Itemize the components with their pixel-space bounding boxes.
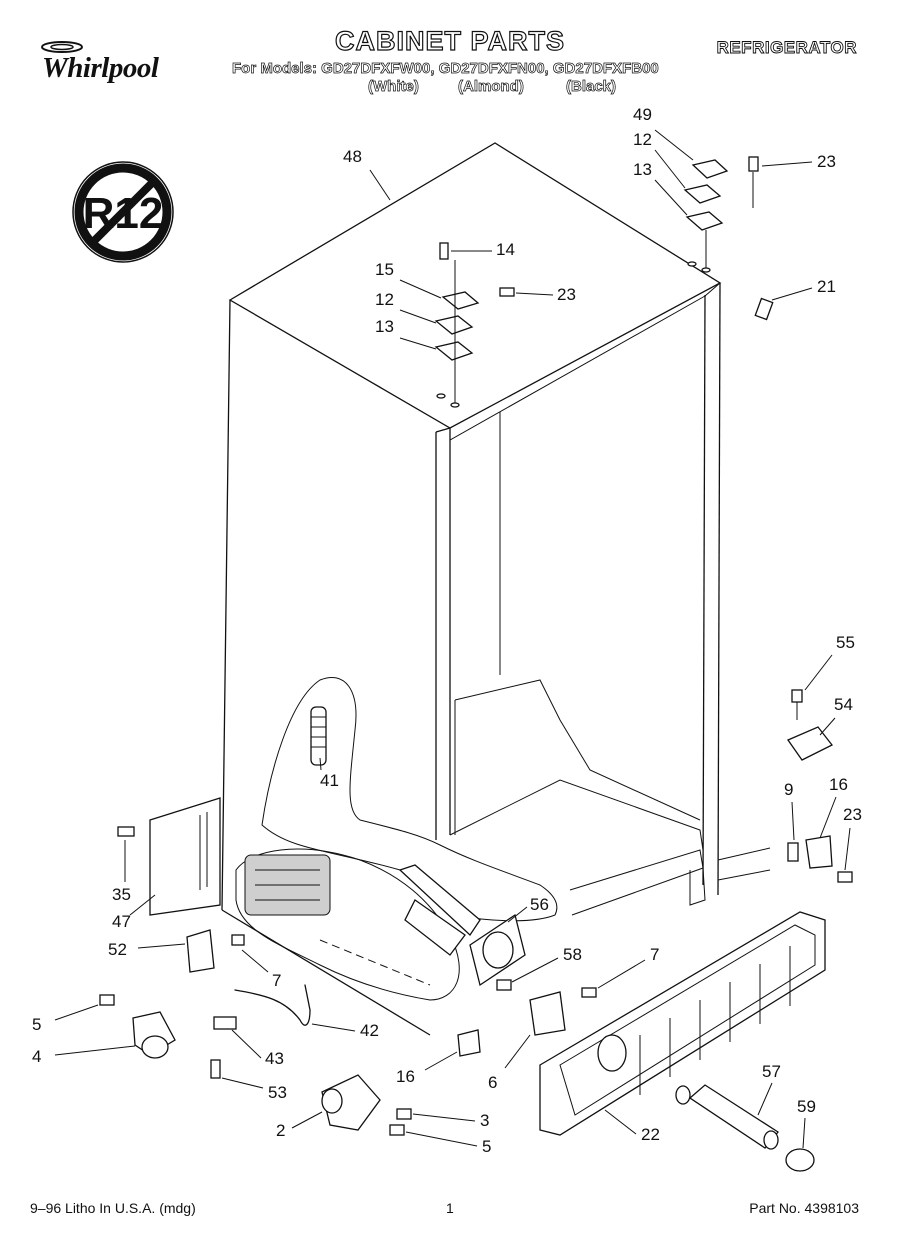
color-label-almond: (Almond) (458, 78, 525, 96)
callout-12-right: 12 (633, 130, 652, 149)
callout-55: 55 (836, 633, 855, 652)
callout-13-center: 13 (375, 317, 394, 336)
part-16-clip (457, 1029, 481, 1057)
callout-23-top: 23 (817, 152, 836, 171)
callout-47: 47 (112, 912, 131, 931)
caster-front-left (99, 994, 176, 1059)
callout-57: 57 (762, 1062, 781, 1081)
callouts: 48 49 12 13 23 14 15 12 13 23 21 55 54 9… (32, 105, 862, 1156)
page-title: CABINET PARTS (334, 25, 565, 56)
right-hinge-assembly (683, 156, 774, 321)
callout-12-center: 12 (375, 290, 394, 309)
callout-5-left: 5 (32, 1015, 41, 1034)
callout-42: 42 (360, 1021, 379, 1040)
whirlpool-swirl-icon (41, 41, 83, 53)
callout-41: 41 (320, 771, 339, 790)
callout-35: 35 (112, 885, 131, 904)
color-label-black: (Black) (566, 78, 617, 96)
print-info: 9–96 Litho In U.S.A. (mdg) (30, 1200, 196, 1216)
callout-16-right: 16 (829, 775, 848, 794)
whirlpool-logo: Whirlpool (38, 40, 178, 84)
callout-2: 2 (276, 1121, 285, 1140)
callout-49: 49 (633, 105, 652, 124)
callout-23-center: 23 (557, 285, 576, 304)
callout-7-left: 7 (272, 971, 281, 990)
callout-22: 22 (641, 1125, 660, 1144)
page-number: 1 (446, 1200, 454, 1216)
callout-48: 48 (343, 147, 362, 166)
callout-16-bottom: 16 (396, 1067, 415, 1086)
callout-14: 14 (496, 240, 515, 259)
callout-21: 21 (817, 277, 836, 296)
callout-53: 53 (268, 1083, 287, 1102)
callout-13-right: 13 (633, 160, 652, 179)
part-22-grille (539, 911, 826, 1136)
brand-name: Whirlpool (42, 52, 159, 84)
part-number: Part No. 4398103 (749, 1200, 859, 1216)
part-56-duct (398, 864, 526, 987)
callout-58: 58 (563, 945, 582, 964)
no-r12-badge: R12 (72, 161, 174, 263)
callout-54: 54 (834, 695, 853, 714)
water-tube (213, 984, 311, 1030)
callout-7-right: 7 (650, 945, 659, 964)
callout-9: 9 (784, 780, 793, 799)
callout-5-bottom: 5 (482, 1137, 491, 1156)
callout-3: 3 (480, 1111, 489, 1130)
model-list: For Models: GD27DFXFW00, GD27DFXFN00, GD… (232, 60, 659, 78)
callout-23-right: 23 (843, 805, 862, 824)
callout-6: 6 (488, 1073, 497, 1092)
callout-52: 52 (108, 940, 127, 959)
part-7-screw (581, 987, 597, 998)
product-category: REFRIGERATOR (716, 38, 857, 58)
part-58-screw (496, 979, 512, 991)
callout-43: 43 (265, 1049, 284, 1068)
callout-56: 56 (530, 895, 549, 914)
part-59-cap (785, 1148, 815, 1172)
lower-right-hardware (787, 689, 853, 883)
callout-15: 15 (375, 260, 394, 279)
left-side-hardware (117, 797, 245, 973)
part-41-drain-hose (310, 706, 327, 766)
color-label-white: (White) (368, 78, 420, 96)
callout-59: 59 (797, 1097, 816, 1116)
part-6-bracket (529, 991, 566, 1036)
part-53-screw (210, 1059, 221, 1079)
cabinet (221, 142, 771, 1036)
callout-4: 4 (32, 1047, 41, 1066)
part-57-filter (675, 1084, 779, 1150)
caster-front-right (321, 1074, 412, 1136)
center-hinge-assembly (434, 242, 515, 408)
